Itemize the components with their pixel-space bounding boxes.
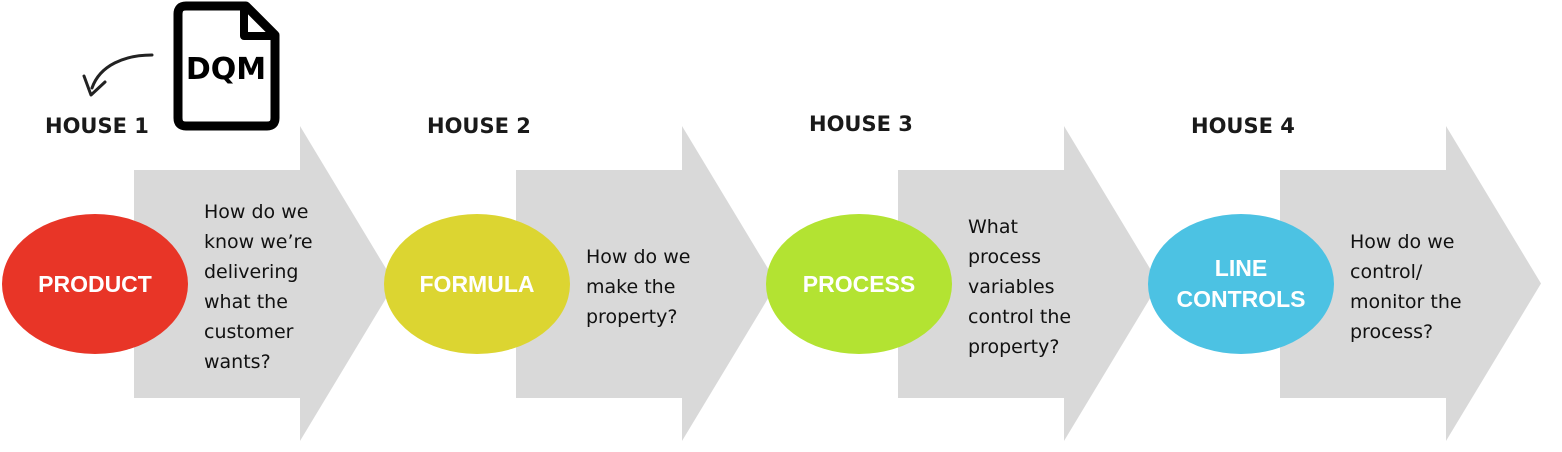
question-line: How do we [204,201,309,223]
question-line: How do we [586,246,691,268]
house-4-label: HOUSE 4 [1191,114,1295,138]
arrow-house-2 [516,126,777,441]
house-2-label: HOUSE 2 [427,114,531,138]
house-3-label: HOUSE 3 [809,112,913,136]
question-line: delivering [204,261,299,283]
stage-label-2: FORMULA [384,214,570,354]
stage-label-line: PRODUCT [38,270,152,297]
question-line: What [968,216,1018,238]
stage-label-line: FORMULA [419,270,535,297]
stage-ellipse-3 [766,214,952,354]
house-2-question: How do we make the property? [586,242,731,332]
question-line: make the [586,276,676,298]
question-line: customer [204,321,294,343]
stage-label-4: LINE CONTROLS [1148,214,1334,354]
stage-label-1: PRODUCT [2,214,188,354]
stage-ellipse-4 [1148,214,1334,354]
document-icon [173,1,280,131]
question-line: property? [968,336,1060,358]
house-1-label: HOUSE 1 [45,114,149,138]
stage-ellipse-2 [384,214,570,354]
stage-label-line: LINE [1214,255,1268,281]
question-line: property? [586,306,678,328]
stage-label-line: PROCESS [802,270,916,297]
question-line: know we’re [204,231,313,253]
question-line: How do we [1350,231,1455,253]
arrow-house-1 [134,126,395,441]
arrow-house-4 [1280,126,1541,441]
question-line: variables [968,276,1055,298]
stage-ellipse-1 [2,214,188,354]
stage-label-3: PROCESS [766,214,952,354]
question-line: wants? [204,351,271,373]
question-line: what the [204,291,288,313]
arrow-house-3 [898,126,1159,441]
house-3-question: What process variables control the property? [968,212,1113,362]
question-line: process? [1350,321,1434,343]
house-1-question: How do we know we’re delivering what the cus… [204,197,349,377]
question-line: process [968,246,1042,268]
question-line: control/ [1350,261,1423,283]
curved-arrow-icon [82,53,154,97]
document-label: DQM [185,52,267,87]
house-4-question: How do we control/monitor the process? [1350,227,1495,347]
stage-label-line: CONTROLS [1176,286,1306,312]
question-line: monitor the [1350,291,1462,313]
question-line: control the [968,306,1072,328]
